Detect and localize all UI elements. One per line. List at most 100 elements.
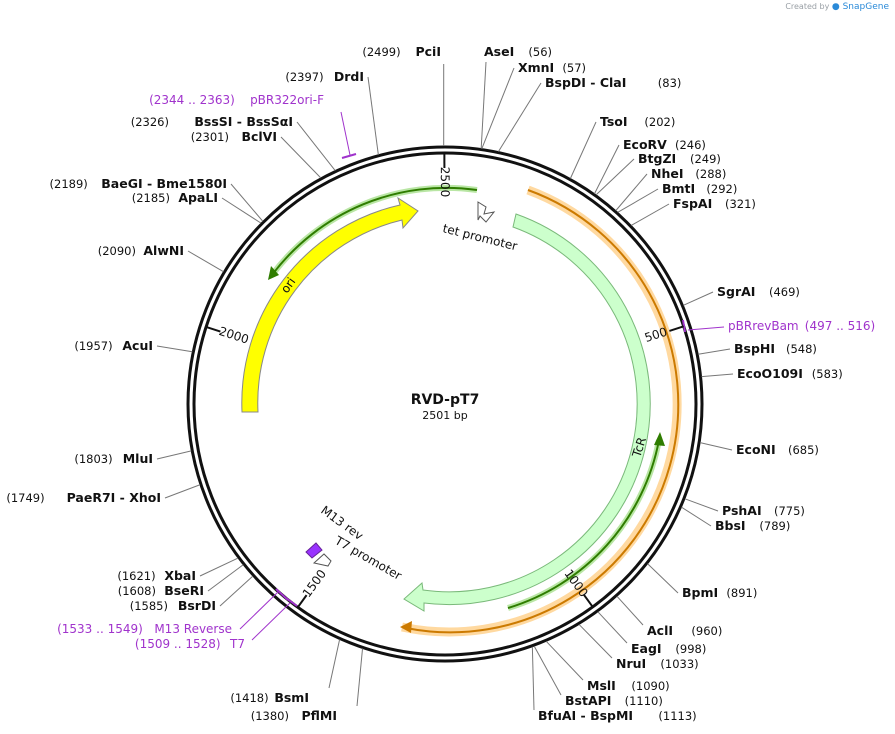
primer-label[interactable]: M13 Reverse(1533 .. 1549)	[57, 622, 232, 636]
enzyme-label[interactable]: TsoI(202)	[600, 114, 675, 129]
enzyme-label[interactable]: AclI (960)	[647, 623, 722, 638]
enzyme-leader-line	[701, 373, 734, 378]
enzyme-position: (775)	[774, 504, 805, 518]
enzyme-label[interactable]: BstAPI(1110)	[565, 693, 663, 708]
primer-mark-t7	[285, 597, 298, 607]
enzyme-label[interactable]: MluI(1803)	[74, 451, 153, 466]
snapgene-credit: Created by ● SnapGene	[785, 2, 889, 12]
enzyme-name: FspAI	[673, 196, 712, 211]
enzyme-position: (960)	[691, 624, 722, 638]
tcr-feature	[403, 213, 651, 612]
enzyme-label[interactable]: AcuI(1957)	[74, 338, 153, 353]
enzyme-name: XbaI	[164, 568, 196, 583]
enzyme-position: (288)	[695, 167, 726, 181]
enzyme-leader-line	[280, 136, 322, 179]
enzyme-label[interactable]: PaeR7I - XhoI(1749)	[6, 490, 161, 505]
enzyme-label[interactable]: BmtI(292)	[662, 181, 737, 196]
enzyme-position: (2397)	[285, 70, 323, 84]
primer-name: T7	[229, 637, 245, 651]
enzyme-label[interactable]: EcoRV(246)	[623, 137, 706, 152]
enzyme-position: (249)	[690, 152, 721, 166]
enzyme-name: AcuI	[122, 338, 153, 353]
enzyme-name: BsrDI	[178, 598, 216, 613]
enzyme-position: (789)	[759, 519, 790, 533]
enzyme-label[interactable]: BclVI(2301)	[191, 129, 277, 144]
enzyme-label[interactable]: NruI(1033)	[616, 656, 699, 671]
enzyme-position: (2185)	[132, 191, 170, 205]
enzyme-position: (2499)	[362, 45, 400, 59]
backbone-outer	[186, 145, 704, 663]
enzyme-label[interactable]: PflMI(1380)	[251, 708, 337, 723]
tick-label: 500	[643, 325, 669, 345]
enzyme-name: BseRI	[164, 583, 204, 598]
enzyme-leader-line	[328, 639, 341, 689]
enzyme-label[interactable]: MslI (1090)	[587, 678, 670, 693]
credit-brand: SnapGene	[842, 2, 889, 12]
enzyme-name: BclVI	[241, 129, 277, 144]
ori-orf-line	[271, 186, 478, 276]
enzyme-label[interactable]: NheI(288)	[651, 166, 726, 181]
enzyme-label[interactable]: BbsI(789)	[715, 518, 790, 533]
enzyme-name: MslI	[587, 678, 616, 693]
enzyme-name: AseI	[484, 44, 514, 59]
enzyme-label[interactable]: XmnI(57)	[518, 60, 586, 75]
enzyme-position: (1621)	[117, 569, 155, 583]
enzyme-name: PflMI	[301, 708, 337, 723]
enzyme-name: BtgZI	[638, 151, 676, 166]
enzyme-position: (83)	[658, 76, 682, 90]
enzyme-leader-line	[617, 188, 659, 213]
enzyme-name: BspHI	[734, 341, 775, 356]
primer-label[interactable]: pBRrevBam(497 .. 516)	[728, 319, 875, 333]
enzyme-leader-line	[683, 291, 714, 306]
enzyme-label[interactable]: BpmI(891)	[682, 585, 757, 600]
primer-range: (1533 .. 1549)	[57, 622, 143, 636]
enzyme-leader-line	[684, 498, 719, 512]
enzyme-position: (246)	[675, 138, 706, 152]
enzyme-leader-line	[699, 442, 733, 451]
enzyme-leader-line	[207, 564, 244, 592]
enzyme-label[interactable]: XbaI (1621)	[117, 568, 196, 583]
primer-label[interactable]: pBR322ori-F(2344 .. 2363)	[149, 93, 324, 107]
enzyme-label[interactable]: BsmI(1418)	[230, 690, 309, 705]
tick-label: 2500	[438, 167, 452, 198]
enzyme-label[interactable]: PshAI(775)	[722, 503, 805, 518]
enzyme-name: BpmI	[682, 585, 718, 600]
primer-label[interactable]: T7(1509 .. 1528)	[135, 637, 245, 651]
enzyme-label[interactable]: EcoO109I(583)	[737, 366, 843, 381]
enzyme-label[interactable]: BspDI - ClaI(83)	[545, 75, 681, 90]
enzyme-label[interactable]: BseRI (1608)	[118, 583, 204, 598]
enzyme-position: (1608)	[118, 584, 156, 598]
enzyme-name: AclI	[647, 623, 673, 638]
enzyme-leader-line	[219, 575, 254, 607]
tick-mark	[583, 594, 594, 608]
enzyme-label[interactable]: BsrDI(1585)	[130, 598, 216, 613]
enzyme-label[interactable]: BspHI(548)	[734, 341, 817, 356]
enzyme-leader-line	[569, 121, 597, 179]
enzyme-leader-line	[497, 82, 542, 152]
enzyme-label[interactable]: EcoNI(685)	[736, 442, 819, 457]
enzyme-label[interactable]: AseI (56)	[484, 44, 552, 59]
enzyme-position: (56)	[528, 45, 552, 59]
enzyme-label[interactable]: SgrAI(469)	[717, 284, 800, 299]
enzyme-label[interactable]: BfuAI - BspMI(1113)	[538, 708, 697, 723]
enzyme-leader-line	[545, 640, 584, 681]
enzyme-label[interactable]: ApaLI(2185)	[132, 190, 218, 205]
enzyme-leader-line	[630, 203, 670, 226]
enzyme-leader-line	[480, 61, 487, 149]
enzyme-leader-line	[533, 645, 562, 696]
primer-leader-line	[239, 591, 279, 630]
enzyme-label[interactable]: BaeGI - Bme1580I(2189)	[50, 176, 227, 191]
enzyme-leader-line	[199, 557, 239, 577]
enzyme-label[interactable]: AlwNI(2090)	[98, 243, 184, 258]
enzyme-name: BsmI	[274, 690, 309, 705]
enzyme-label[interactable]: DrdI(2397)	[285, 69, 364, 84]
enzyme-position: (1090)	[631, 679, 669, 693]
enzyme-label[interactable]: EagI(998)	[631, 641, 706, 656]
enzyme-label[interactable]: BtgZI (249)	[638, 151, 721, 166]
enzyme-leader-line	[616, 595, 644, 626]
enzyme-label[interactable]: BssSI - BssSαI(2326)	[131, 114, 293, 129]
enzyme-label[interactable]: FspAI(321)	[673, 196, 756, 211]
enzyme-label[interactable]: PciI(2499)	[362, 44, 441, 59]
enzyme-name: EcoO109I	[737, 366, 803, 381]
